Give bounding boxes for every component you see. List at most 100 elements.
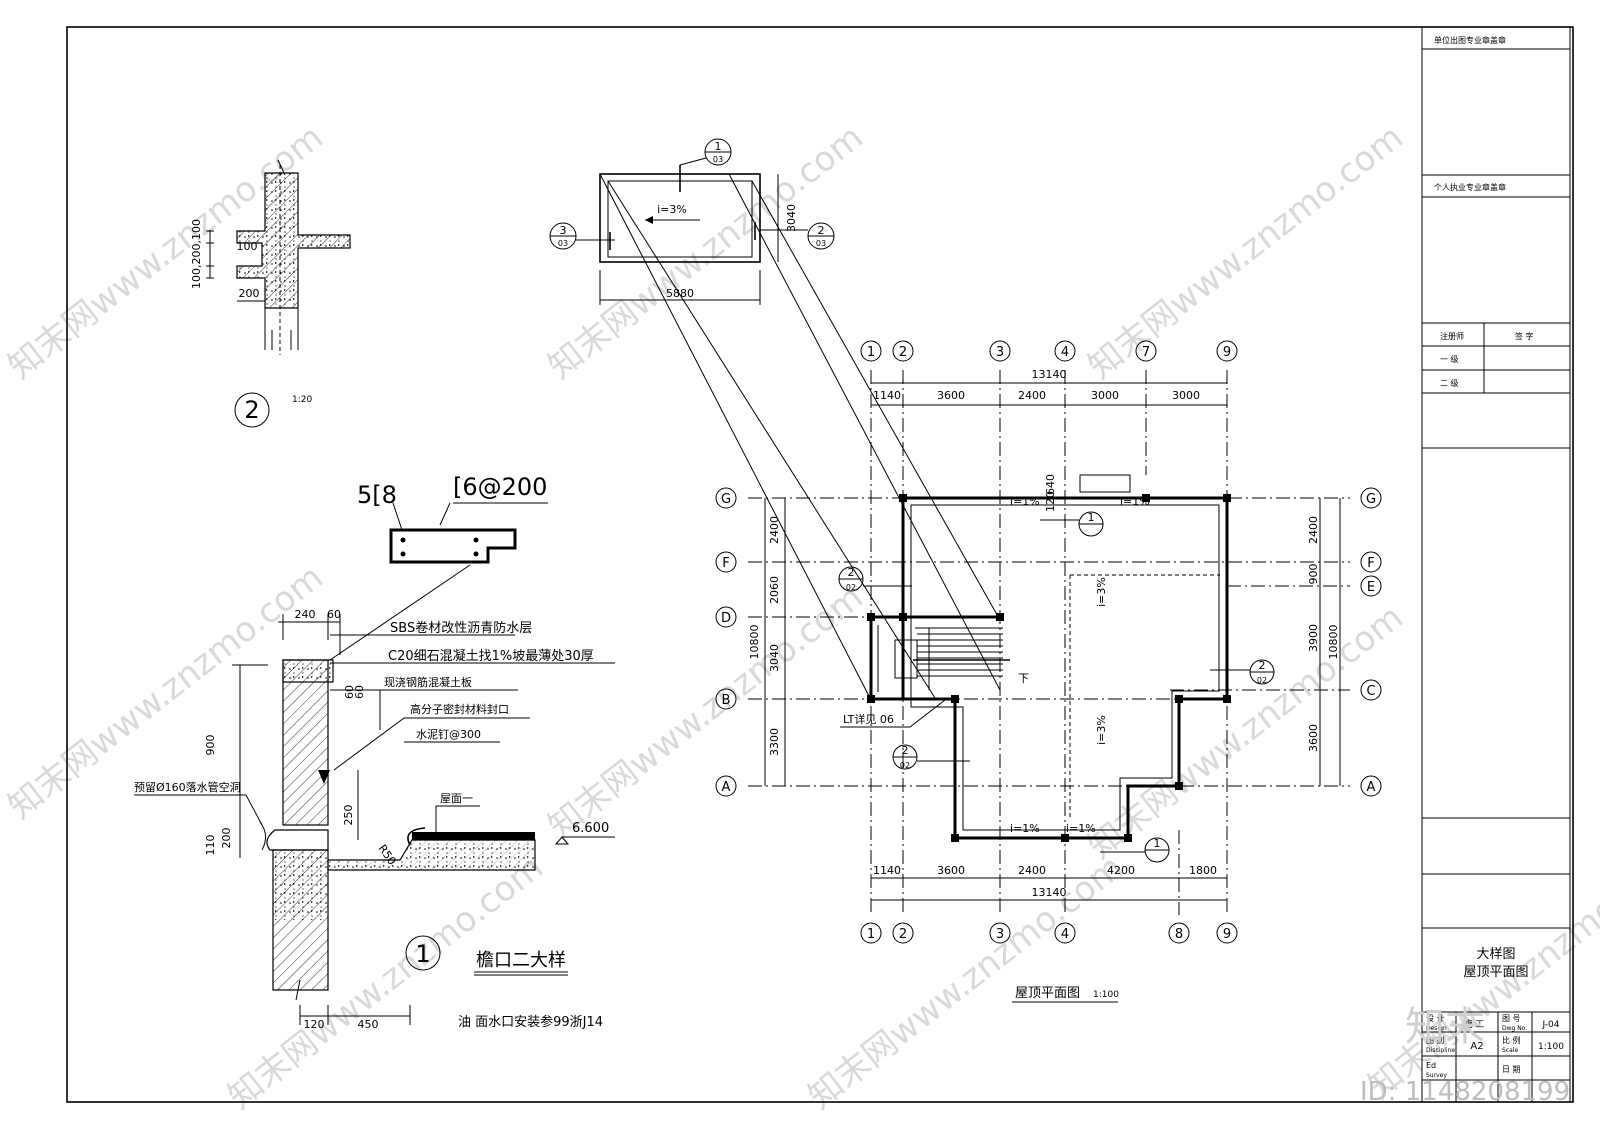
dim-60c-label: 60 [353, 685, 366, 699]
dwg-no-label: 图 号 [1502, 1014, 1521, 1023]
registered-label: 注册师 [1440, 331, 1464, 341]
detail-2: 100,200,100 100 200 2 1:20 [190, 159, 351, 428]
detail-1-title: 檐口二大样 [476, 950, 566, 971]
top-axis-label: 2 [899, 345, 907, 360]
right-dim-1: 900 [1307, 564, 1320, 585]
dim-60b-label: 60 [343, 685, 356, 699]
dim-200-label: 200 [239, 287, 260, 300]
ref-right-sheet: 03 [816, 239, 826, 248]
bottom-axis-label: 1 [867, 927, 875, 942]
slope-3pct-upper: i=3% [1095, 577, 1108, 607]
layer-1-label: SBS卷材改性沥青防水层 [390, 620, 532, 636]
roof-plan-title: 屋顶平面图 [1015, 986, 1080, 1001]
detail-2-scale: 1:20 [292, 395, 312, 405]
signature-label: 签 字 [1515, 331, 1534, 341]
scale-value: 1:100 [1538, 1042, 1564, 1052]
left-dim-1: 2060 [768, 576, 781, 604]
dim-vertical-label: 100,200,100 [190, 219, 203, 289]
top-total-dim: 13140 [1032, 368, 1067, 381]
left-total-dim: 10800 [748, 625, 761, 660]
right-dim-2: 3900 [1307, 624, 1320, 652]
left-dim-2: 3040 [768, 644, 781, 672]
top-dim-0: 1140 [873, 389, 901, 402]
bottom-axis-label: 3 [996, 927, 1004, 942]
roof-plan-scale: 1:100 [1093, 990, 1119, 1000]
layer-3-label: 现浇钢筋混凝土板 [384, 675, 472, 689]
left-axis-label: B [722, 693, 731, 708]
bottom-dim-1: 3600 [937, 864, 965, 877]
scale-en-label: Scale [1502, 1047, 1518, 1054]
ref-top-sheet: 03 [713, 155, 723, 164]
discipline-en-label: Discipline [1426, 1047, 1455, 1054]
right-dim-0: 2400 [1307, 516, 1320, 544]
detail-1-number: 1 [415, 940, 430, 968]
top-axis-label: 4 [1061, 345, 1069, 360]
stair-treads [913, 627, 1010, 690]
dim-110-label: 110 [204, 835, 217, 856]
drawing-title-1: 大样图 [1476, 947, 1515, 962]
dim-450-label: 450 [358, 1018, 379, 1031]
bottom-dim-0: 1140 [873, 864, 901, 877]
design-en-label: Design [1426, 1025, 1447, 1032]
slope-1pct-bottom-right: i=1% [1066, 822, 1096, 835]
ref-top-number: 1 [715, 140, 722, 153]
dim-640: 640 [1044, 474, 1057, 495]
detail-1-note: 油 面水口安装参99浙J14 [458, 1014, 603, 1030]
right-axis-label: G [1366, 492, 1376, 507]
layer-4-label: 高分子密封材料封口 [410, 702, 509, 716]
date-label: 日 期 [1502, 1065, 1521, 1074]
bottom-axis-label: 4 [1061, 927, 1069, 942]
level2-label: 二 级 [1440, 378, 1459, 388]
personal-stamp-label: 个人执业专业章盖章 [1434, 182, 1506, 192]
top-axis-label: 9 [1223, 345, 1231, 360]
right-total-dim: 10800 [1327, 625, 1340, 660]
right-axis-bubbles: G F E C A [1360, 487, 1382, 797]
rebar-main-label: 5[8 [357, 481, 397, 509]
rebar-stirrup-label: [6@200 [453, 473, 547, 501]
left-axis-label: A [722, 780, 731, 795]
roof-vent [1079, 474, 1131, 493]
section-ref-2: 2 [1259, 659, 1266, 672]
survey-label: Survey [1426, 1072, 1447, 1079]
top-axis-label: 1 [867, 345, 875, 360]
slope-1pct-bottom-left: i=1% [1010, 822, 1040, 835]
layer-5-label: 水泥钉@300 [416, 728, 481, 741]
ref-left-number: 3 [560, 224, 567, 237]
dwg-no-en-label: Dwg No. [1502, 1025, 1527, 1032]
right-axis-label: A [1367, 780, 1376, 795]
discipline-value: A2 [1470, 1041, 1483, 1052]
left-axis-label: F [722, 556, 729, 571]
drawing-title-2: 屋顶平面图 [1463, 965, 1528, 980]
construction-label: 施 工 [1464, 1018, 1485, 1030]
ref-left-sheet: 03 [558, 239, 568, 248]
dim-200-label: 200 [220, 828, 233, 849]
dwg-no-value: J-04 [1541, 1020, 1559, 1030]
section-ref-1: 1 [1154, 837, 1161, 850]
left-axis-label: D [721, 611, 731, 626]
slope-3pct-lower: i=3% [1095, 715, 1108, 745]
detail-2-number: 2 [244, 396, 259, 424]
top-axis-label: 3 [996, 345, 1004, 360]
sheet-border [66, 26, 1574, 1103]
bottom-dim-3: 4200 [1107, 864, 1135, 877]
bottom-dim-4: 1800 [1189, 864, 1217, 877]
level1-label: 一 级 [1440, 354, 1459, 364]
pipe-note-label: 预留Ø160落水管空洞 [134, 780, 241, 794]
right-dim-3: 3600 [1307, 724, 1320, 752]
detail-1: 5[8 [6@200 240 60 900 200 [134, 473, 615, 1031]
scale-label: 比 例 [1502, 1035, 1521, 1045]
dim-250-label: 250 [342, 805, 355, 826]
ref-right-number: 2 [818, 224, 825, 237]
dim-120: 120 [1044, 491, 1057, 512]
section-ref-02: 02 [900, 761, 910, 770]
slope-1pct-top-left: i=1% [1010, 495, 1040, 508]
left-axis-label: G [721, 492, 731, 507]
watermark: 知末网www.znzmo.com [1081, 597, 1411, 867]
upper-plan: i=3% 5880 3040 1 03 3 03 2 03 [549, 138, 1001, 699]
section-ref-2: 2 [848, 566, 855, 579]
dim-100-label: 100 [237, 240, 258, 253]
dim-120-label: 120 [304, 1018, 325, 1031]
left-dim-3: 3300 [768, 728, 781, 756]
stair-down-label: 下 [1018, 672, 1029, 685]
section-ref-02: 02 [846, 583, 856, 592]
